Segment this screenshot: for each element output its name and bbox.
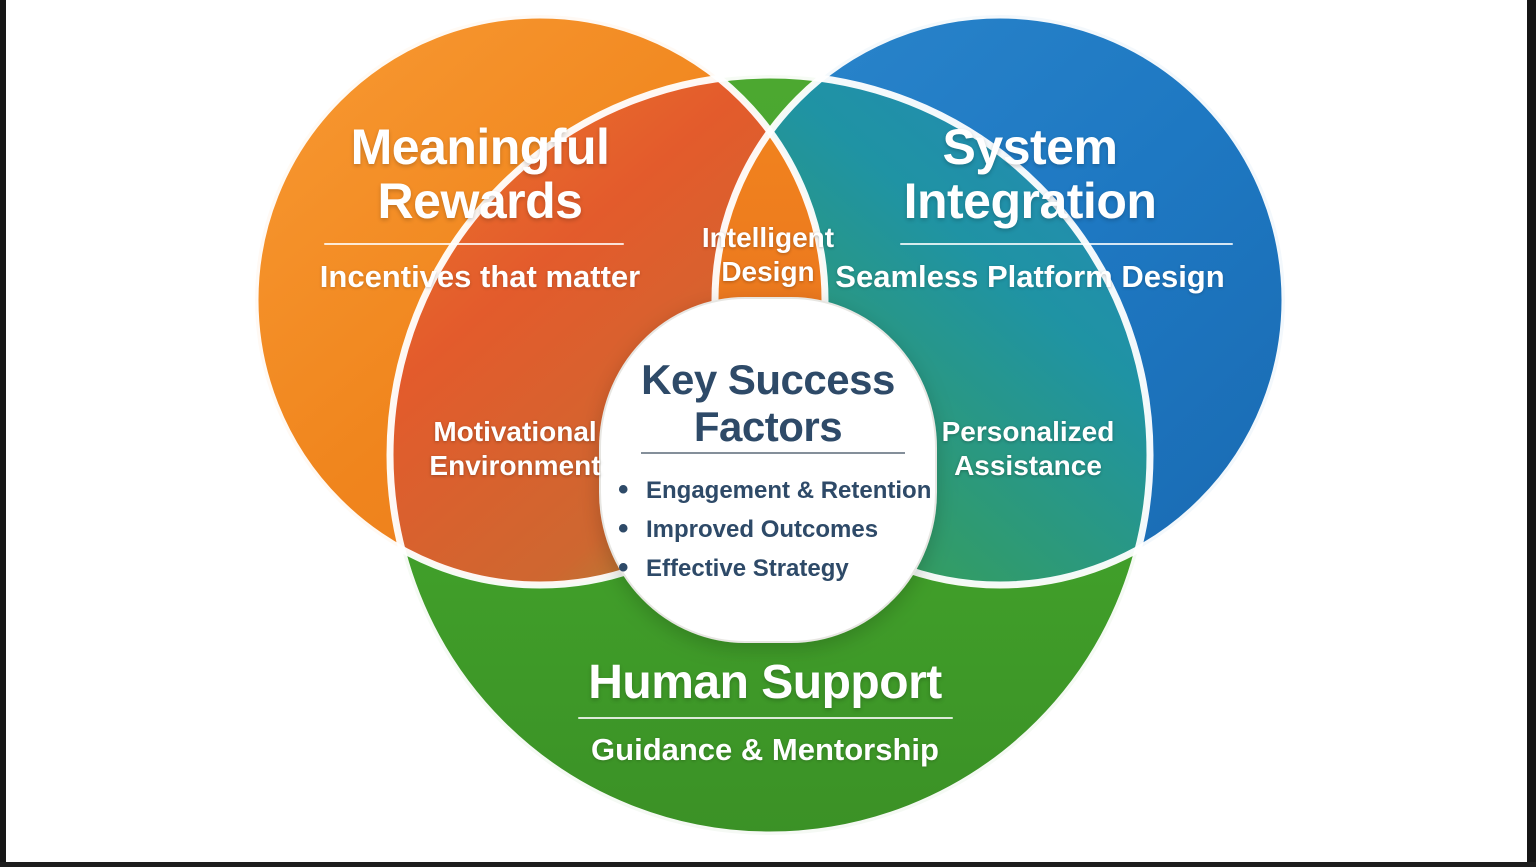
center-title: Key Success Factors [641, 356, 895, 451]
bullet-effective-strategy: Effective Strategy [612, 549, 952, 588]
integration-subtitle: Seamless Platform Design [835, 259, 1225, 294]
center-divider [641, 452, 905, 454]
support-divider [578, 717, 953, 719]
center-bullets: Engagement & Retention Improved Outcomes… [612, 471, 952, 588]
left-edge-bar [0, 0, 6, 867]
outline-system-integration [711, 11, 1289, 589]
outline-human-support [386, 71, 1154, 839]
support-subtitle: Guidance & Mentorship [591, 732, 939, 767]
rewards-divider [324, 243, 624, 245]
overlap-integration-support-label: Personalized Assistance [941, 416, 1115, 482]
rewards-subtitle: Incentives that matter [319, 259, 641, 294]
integration-divider [900, 243, 1233, 245]
overlap-rewards-integration-label: Intelligent Design [701, 222, 835, 288]
right-edge-bar [1527, 0, 1536, 867]
integration-title: System Integration [903, 119, 1157, 229]
bullet-engagement-retention: Engagement & Retention [612, 471, 952, 510]
bottom-edge-bar [0, 862, 1536, 867]
overlap-rewards-support-label: Motivational Environment [429, 416, 601, 482]
support-title: Human Support [588, 656, 942, 709]
center-blob [599, 297, 937, 643]
bullet-improved-outcomes: Improved Outcomes [612, 510, 952, 549]
rewards-title: Meaningful Rewards [350, 119, 610, 229]
outline-meaningful-rewards [251, 11, 829, 589]
